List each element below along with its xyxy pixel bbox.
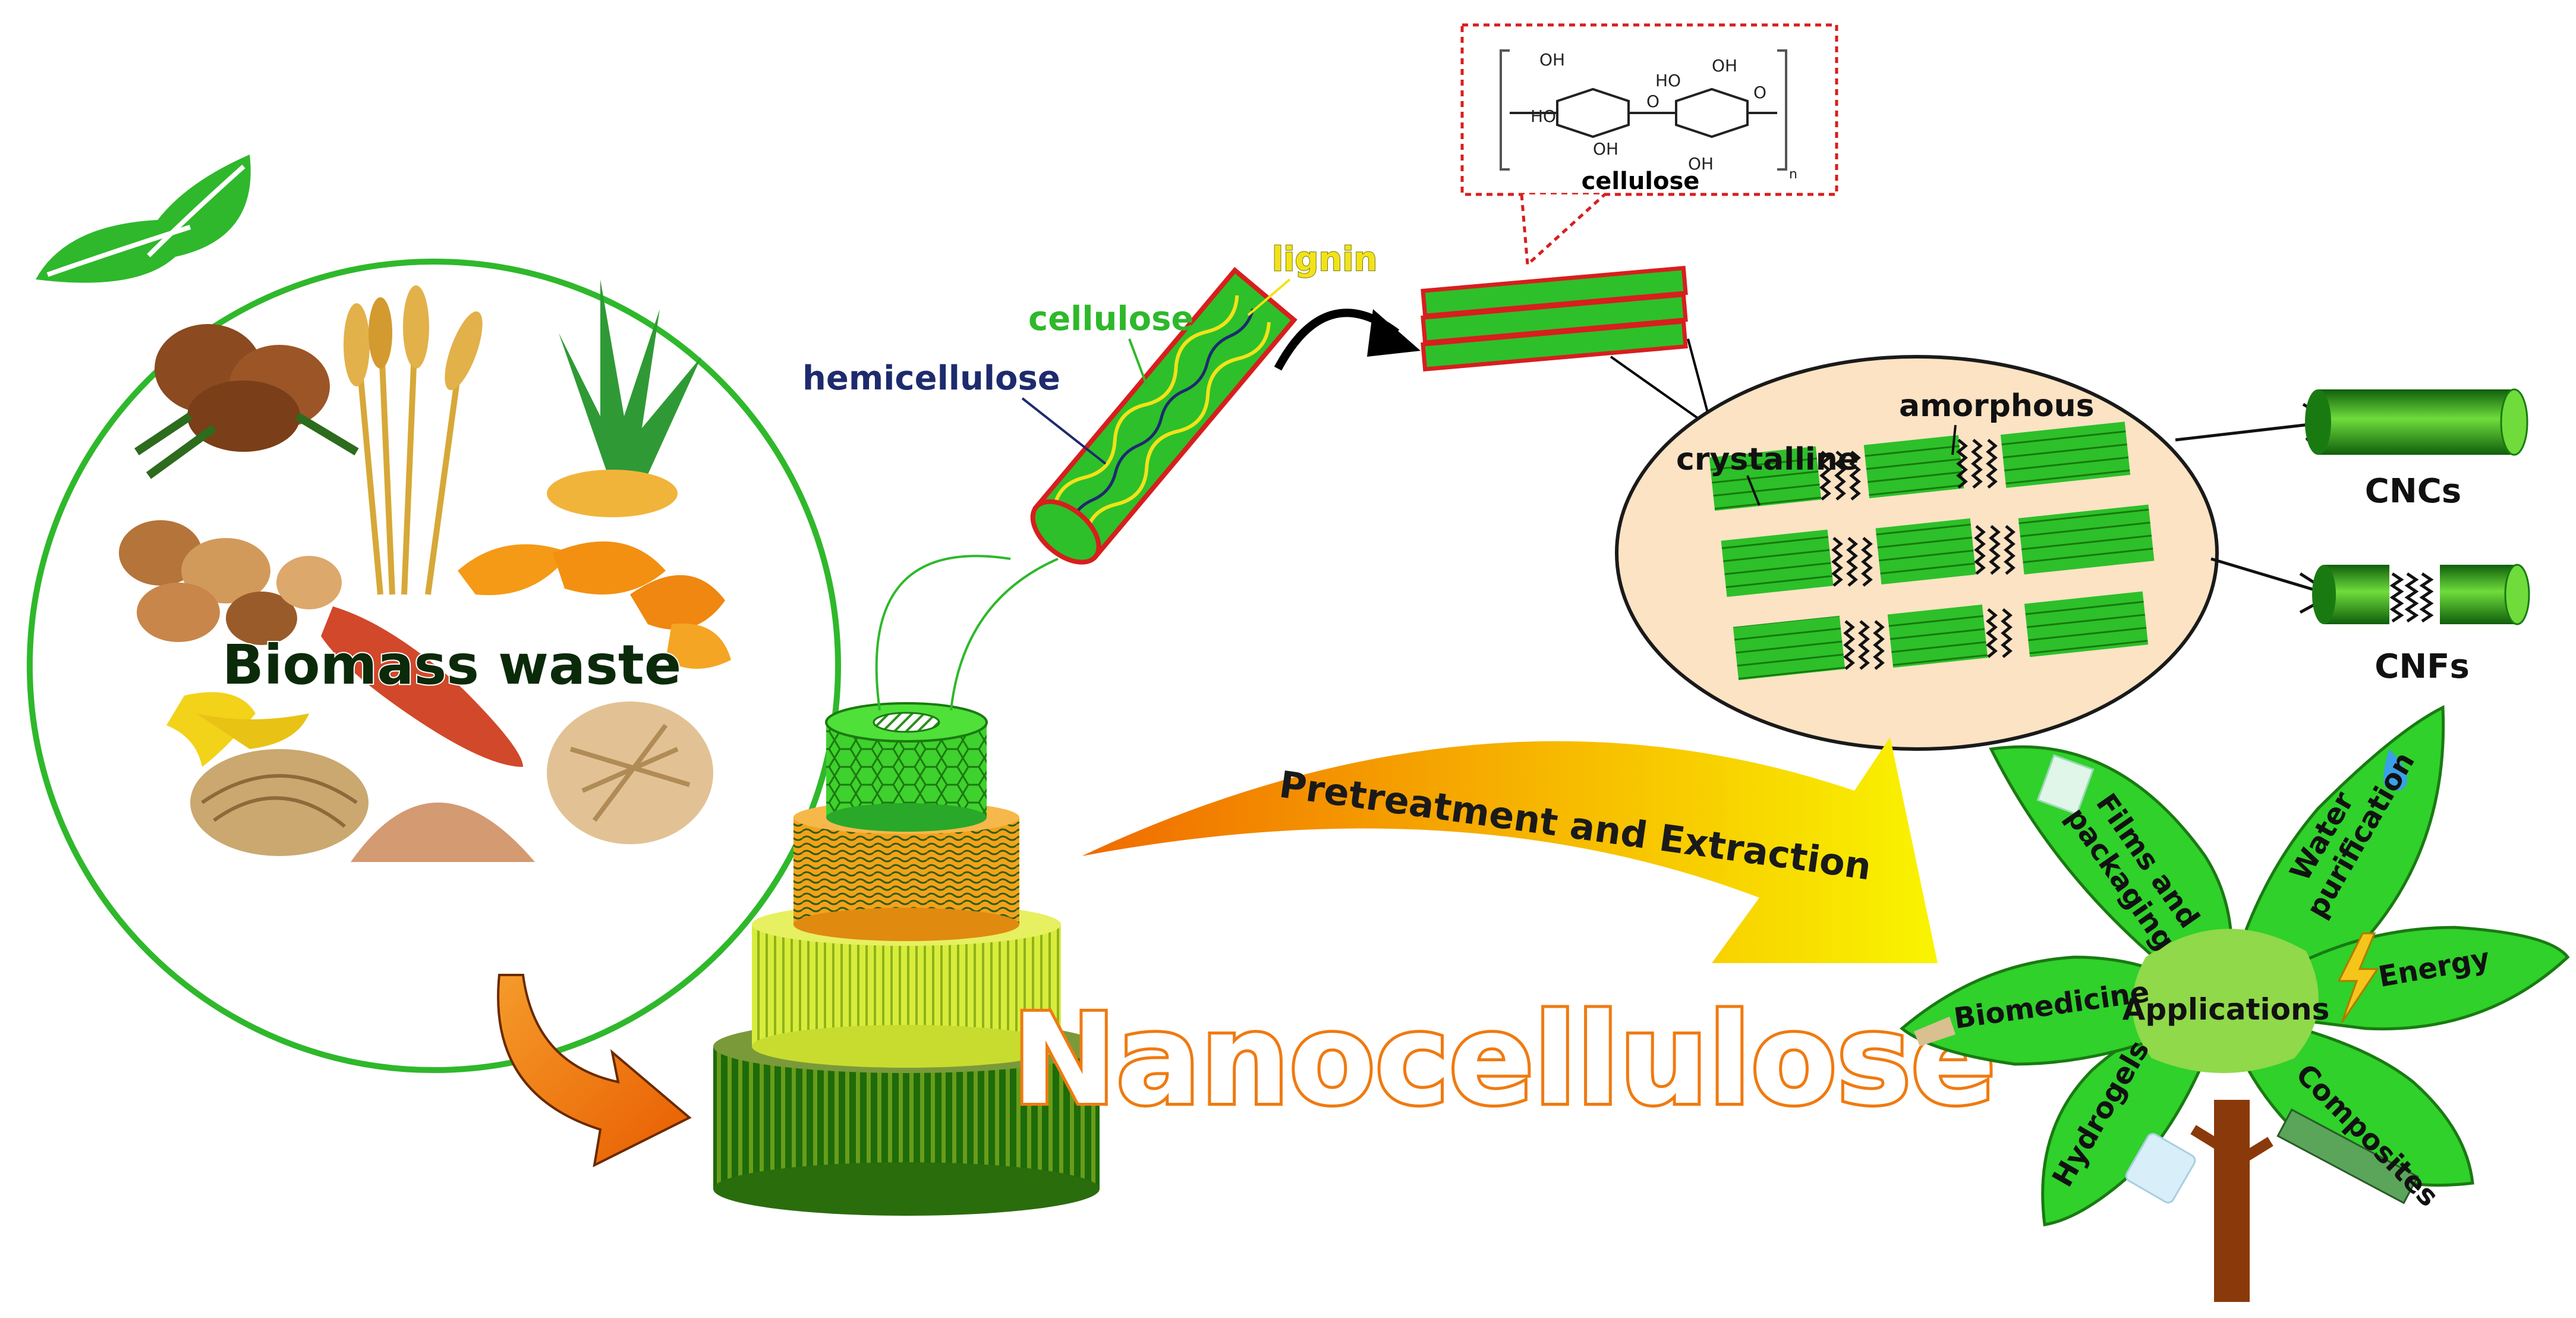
- lightning-icon: [2337, 932, 2379, 1023]
- nanostructure-oval: crystalline amorphous: [1615, 355, 2219, 751]
- amorphous-label: amorphous: [1899, 388, 2095, 424]
- biomass-panel: Biomass waste: [27, 155, 841, 1073]
- cellulose-structure-box: OH HO OH O HO OH O OH n cellulose: [1460, 23, 1838, 268]
- cellulose-structure-label: cellulose: [1582, 168, 1700, 195]
- cnf-rod: [2312, 564, 2530, 625]
- bracket-left: [1500, 49, 1510, 171]
- chem-oh-2: OH: [1593, 139, 1618, 159]
- bandage-icon: [1914, 1017, 1955, 1046]
- crystalline-pointer: [1746, 475, 1761, 506]
- flower-center: [2132, 929, 2319, 1073]
- applications-tree: [1900, 705, 2570, 1302]
- chem-ho-1: HO: [1531, 106, 1556, 126]
- chem-o-1: O: [1646, 92, 1659, 111]
- cncs-label: CNCs: [2365, 472, 2461, 511]
- chem-ho-2: HO: [1655, 71, 1681, 90]
- glucose-ring-2: [1675, 87, 1749, 139]
- composite-bar-icon: [2276, 1108, 2419, 1204]
- amorphous-regions: [1819, 439, 2016, 670]
- chem-oh-4: OH: [1688, 154, 1714, 174]
- applications-label: Applications: [2122, 992, 2330, 1027]
- chem-o-2: O: [1753, 83, 1766, 102]
- hydrogel-cube-icon: [2125, 1133, 2196, 1204]
- amorphous-pointer: [1951, 424, 1957, 455]
- layered-cylinders: [713, 702, 1100, 1216]
- banana-peel-icon: [166, 692, 309, 767]
- pinecone-icon: [134, 324, 359, 479]
- leaf-icon: [36, 155, 251, 283]
- tree-trunk: [2214, 1100, 2250, 1302]
- nuts-icon: [119, 520, 342, 645]
- water-drop-icon: [2383, 749, 2407, 791]
- wheat-icon: [344, 285, 483, 595]
- wood-chips-icon: [547, 702, 713, 844]
- biomass-waste-label: Biomass waste: [222, 633, 682, 697]
- crystalline-label: crystalline: [1676, 442, 1859, 477]
- cellulose-pointer: [1128, 338, 1148, 387]
- microfibril: [1030, 266, 1298, 565]
- corn-cob-icon: [321, 606, 523, 767]
- hemicellulose-pointer: [1021, 397, 1107, 465]
- crystalline-blocks: [1709, 421, 2155, 681]
- chem-n: n: [1789, 167, 1797, 182]
- cylinder-layer-1: [825, 702, 988, 832]
- nanocellulose-title: Nanocellulose: [1012, 987, 1995, 1133]
- zoom-lines: [875, 555, 1059, 711]
- fibre-pile-icon: [190, 749, 369, 856]
- lignin-label: lignin: [1272, 240, 1377, 279]
- lignin-pointer: [1247, 278, 1291, 316]
- orange-peel-icon: [458, 541, 731, 669]
- cnfs-label: CNFs: [2375, 647, 2470, 686]
- cnc-rod: [2305, 388, 2528, 456]
- film-icon: [2036, 754, 2095, 816]
- orange-curve-arrow: [497, 974, 692, 1168]
- bracket-right: [1777, 49, 1787, 171]
- hemicellulose-label: hemicellulose: [802, 359, 1060, 398]
- fibre-bundle: [1421, 266, 1688, 372]
- glucose-ring-1: [1556, 87, 1630, 139]
- chem-oh-1: OH: [1539, 50, 1565, 70]
- pineapple-icon: [547, 279, 701, 517]
- black-curve-arrow: [1274, 309, 1421, 371]
- cellulose-fibre-label: cellulose: [1028, 300, 1193, 338]
- sawdust-pile-icon: [351, 803, 535, 862]
- pretreatment-arrow: [1082, 737, 1938, 963]
- chem-oh-3: OH: [1712, 56, 1737, 76]
